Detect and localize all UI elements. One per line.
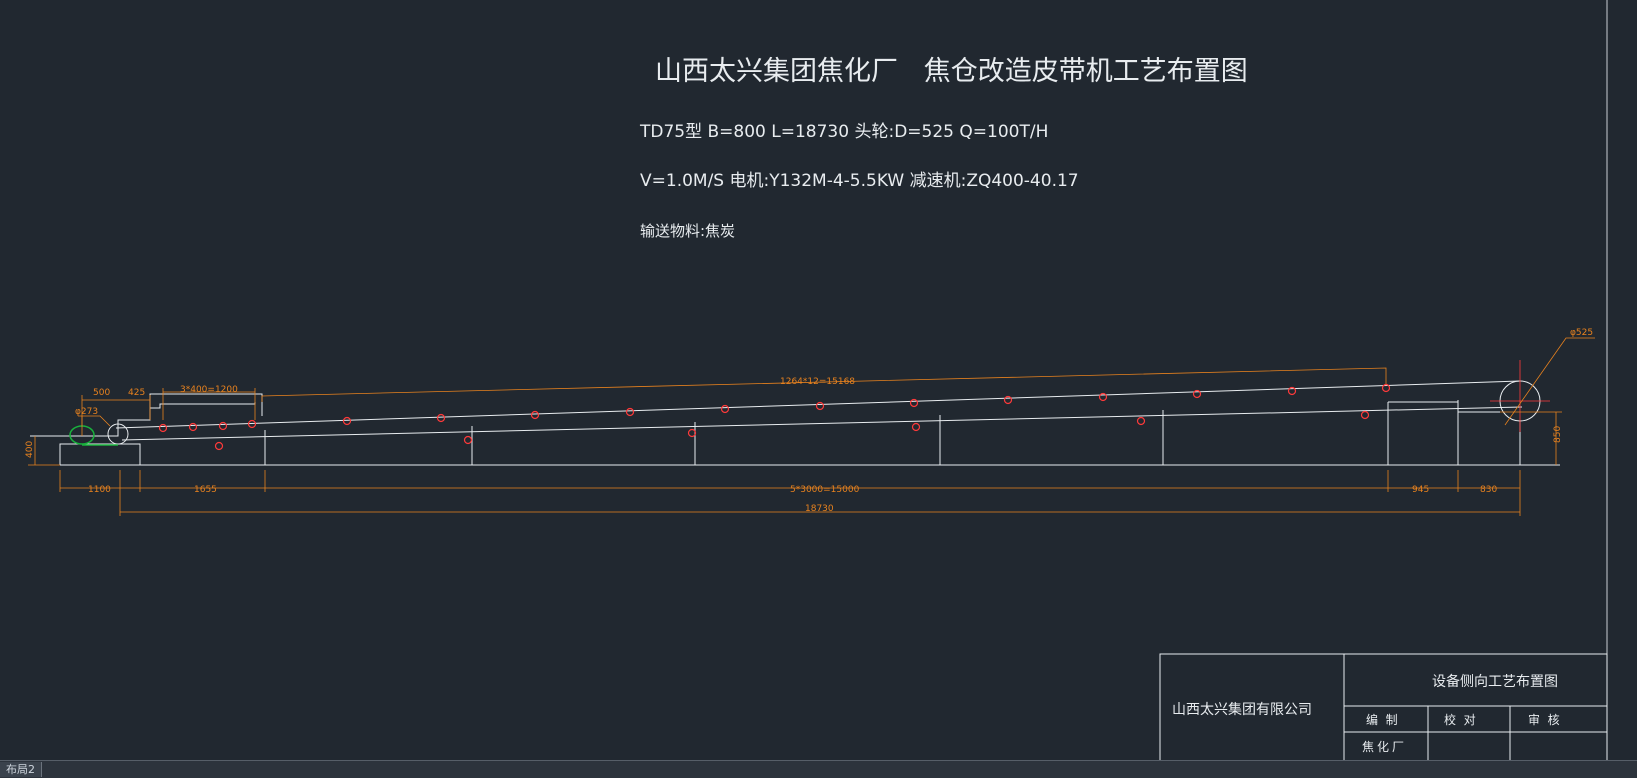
return-idler: [687, 428, 697, 438]
dim-945: 945: [1412, 485, 1429, 495]
drawing-title: 山西太兴集团焦化厂 焦仓改造皮带机工艺布置图: [655, 56, 1248, 87]
label-prepared: 编 制: [1366, 712, 1398, 727]
return-idler: [214, 441, 224, 451]
dimension-lines: [28, 337, 1595, 516]
dim-total-length: 18730: [805, 504, 834, 514]
dim-830: 830: [1480, 485, 1497, 495]
title-block-text: 山西太兴集团有限公司 设备侧向工艺布置图 编 制 校 对 审 核 焦化厂: [1172, 673, 1560, 754]
return-idler: [1360, 410, 1370, 420]
spec-line-3: 输送物料:焦炭: [640, 222, 735, 240]
tail-pulley[interactable]: [107, 423, 129, 445]
dim-roller-spacing-main: 1264*12=15168: [780, 377, 855, 387]
carrying-idler: [342, 416, 352, 426]
layout-tab[interactable]: 布局2: [0, 762, 42, 777]
dim-1100: 1100: [88, 485, 111, 495]
carrying-idler: [720, 404, 730, 414]
carrying-idler: [218, 421, 228, 431]
dim-head-diameter: φ525: [1570, 328, 1593, 338]
spec-line-1: TD75型 B=800 L=18730 头轮:D=525 Q=100T/H: [639, 122, 1048, 142]
conveyor-structure: [30, 380, 1560, 466]
dimension-labels: 500 425 3*400=1200 1264*12=15168 φ273 φ5…: [25, 328, 1593, 514]
dim-support-spacing: 5*3000=15000: [790, 485, 860, 495]
carrying-idler: [530, 410, 540, 420]
label-department: 焦化厂: [1362, 740, 1407, 754]
dim-1655: 1655: [194, 485, 217, 495]
tail-frame: [59, 443, 141, 465]
dim-tail-diameter: φ273: [75, 407, 98, 417]
idler-rollers: [158, 383, 1391, 451]
dim-425: 425: [128, 388, 145, 398]
carrying-idler: [1003, 395, 1013, 405]
company-name: 山西太兴集团有限公司: [1172, 701, 1312, 718]
dim-height-left: 400: [25, 441, 35, 458]
carrying-idler: [1287, 386, 1297, 396]
return-idler: [911, 422, 921, 432]
carrying-idler: [1098, 392, 1108, 402]
carrying-idler: [436, 413, 446, 423]
return-idler: [463, 435, 473, 445]
dim-roller-spacing-tail: 3*400=1200: [180, 385, 238, 395]
carrying-idler: [1381, 383, 1391, 393]
return-idler: [1136, 416, 1146, 426]
head-frame: [1388, 401, 1500, 413]
status-bar: 布局2: [0, 760, 1637, 778]
carrying-idler: [1192, 389, 1202, 399]
drawing-name: 设备侧向工艺布置图: [1432, 673, 1558, 690]
label-approved: 审 核: [1528, 712, 1560, 727]
spec-line-2: V=1.0M/S 电机:Y132M-4-5.5KW 减速机:ZQ400-40.1…: [640, 171, 1079, 191]
dim-500: 500: [93, 388, 110, 398]
belt-top-upper: [115, 380, 1521, 429]
dim-height-right: 850: [1553, 426, 1563, 443]
carrying-idler: [815, 401, 825, 411]
carrying-idler: [247, 419, 257, 429]
label-checked: 校 对: [1444, 712, 1476, 727]
carrying-idler: [188, 422, 198, 432]
carrying-idler: [625, 407, 635, 417]
tail-hopper-inner: [150, 402, 256, 409]
carrying-idler: [158, 423, 168, 433]
belt-top-lower: [121, 406, 1523, 441]
carrying-idler: [909, 398, 919, 408]
